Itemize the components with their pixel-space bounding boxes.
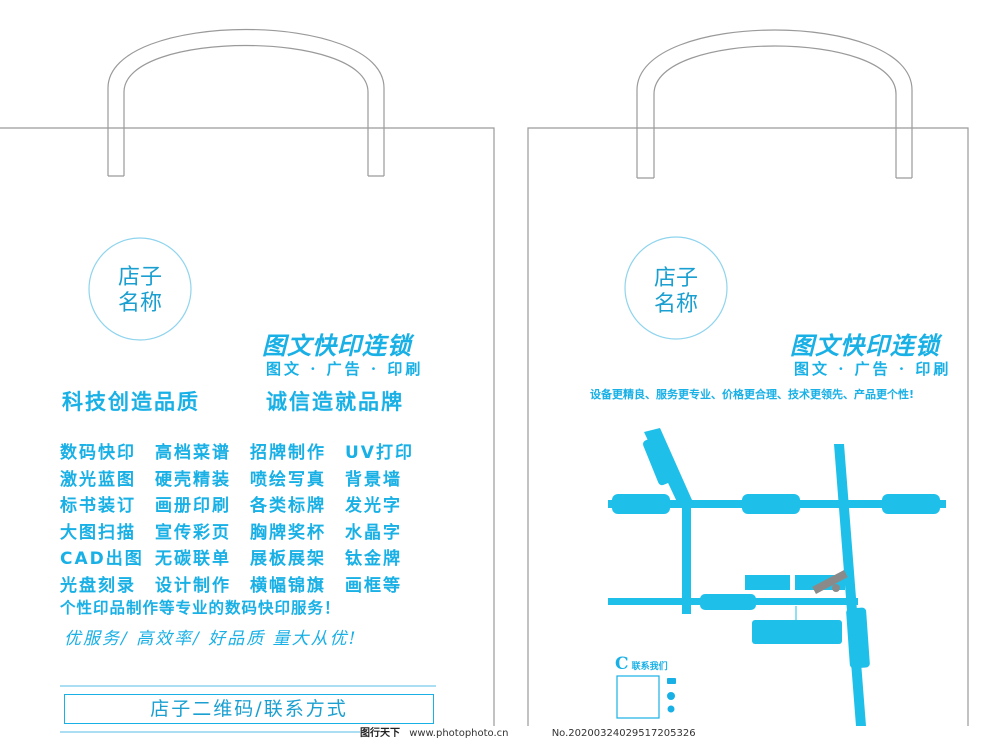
handwritten-tagline: 优服务/ 高效率/ 好品质 量大从优!	[64, 629, 358, 649]
qr-contact-box: 店子二维码/联系方式	[64, 694, 434, 724]
right-brand-subtitle: 图文 · 广告 · 印刷	[794, 360, 952, 378]
right-slogan: 设备更精良、服务更专业、价格更合理、技术更领先、产品更个性!	[590, 388, 915, 401]
service-item: CAD出图	[60, 549, 144, 569]
right-shop-name-line2: 名称	[653, 292, 698, 317]
service-item: 光盘刻录	[60, 575, 136, 596]
left-shop-name-line2: 名称	[117, 291, 162, 316]
service-item: 横幅锦旗	[250, 575, 326, 596]
service-item: 激光蓝图	[60, 469, 136, 490]
slogan-left: 科技创造品质	[62, 390, 200, 414]
contact-title: 联系我们	[631, 662, 668, 672]
left-shop-name-line1: 店子	[117, 265, 162, 290]
service-item: 胸牌奖杯	[250, 522, 326, 543]
watermark-url: www.photophoto.cn	[409, 728, 509, 739]
left-brand-subtitle: 图文 · 广告 · 印刷	[266, 360, 424, 378]
service-item: 背景墙	[345, 469, 402, 490]
contact-us-heading: C 联系我们	[615, 654, 668, 674]
right-brand-title: 图文快印连锁	[790, 332, 940, 360]
service-item: 招牌制作	[250, 443, 326, 463]
left-brand-title: 图文快印连锁	[262, 332, 412, 360]
service-item: 画框等	[345, 575, 402, 596]
service-item: UV打印	[345, 443, 414, 463]
service-item: 喷绘写真	[250, 469, 326, 490]
service-item: 发光字	[345, 496, 402, 516]
service-item: 展板展架	[250, 549, 326, 569]
service-item: 硬壳精装	[155, 469, 231, 490]
service-item: 设计制作	[155, 575, 231, 596]
service-item: 水晶字	[345, 522, 402, 543]
service-item: 大图扫描	[60, 522, 136, 543]
left-shop-name: 店子 名称	[90, 265, 190, 317]
service-item: 标书装订	[60, 496, 136, 516]
service-item: 高档菜谱	[155, 443, 231, 463]
services-row: CAD出图 无碳联单 展板展架 钛金牌	[60, 544, 440, 571]
watermark-number: No.20200324029517205326	[551, 728, 696, 739]
watermark-bar: 图行天下 www.photophoto.cn No.20200324029517…	[360, 726, 991, 742]
service-item: 无碳联单	[155, 549, 231, 569]
services-row: 大图扫描 宣传彩页 胸牌奖杯 水晶字	[60, 518, 440, 545]
watermark-site: 图行天下	[360, 728, 400, 739]
services-grid: 数码快印 高档菜谱 招牌制作 UV打印 激光蓝图 硬壳精装 喷绘写真 背景墙 标…	[60, 438, 440, 597]
right-shop-name-line1: 店子	[653, 266, 698, 291]
services-row: 标书装订 画册印刷 各类标牌 发光字	[60, 491, 440, 518]
service-item: 钛金牌	[345, 549, 402, 569]
slogan-right: 诚信造就品牌	[266, 390, 404, 414]
service-item: 画册印刷	[155, 496, 231, 516]
location-pin-icon	[812, 570, 848, 594]
right-shop-name: 店子 名称	[626, 266, 726, 318]
service-item: 宣传彩页	[155, 522, 231, 543]
service-item: 各类标牌	[250, 496, 326, 516]
services-row: 激光蓝图 硬壳精装 喷绘写真 背景墙	[60, 465, 440, 492]
services-row: 光盘刻录 设计制作 横幅锦旗 画框等	[60, 571, 440, 598]
services-row: 数码快印 高档菜谱 招牌制作 UV打印	[60, 438, 440, 465]
service-item: 数码快印	[60, 443, 136, 463]
service-line: 个性印品制作等专业的数码快印服务！	[60, 599, 341, 617]
contact-letter: C	[615, 654, 629, 674]
